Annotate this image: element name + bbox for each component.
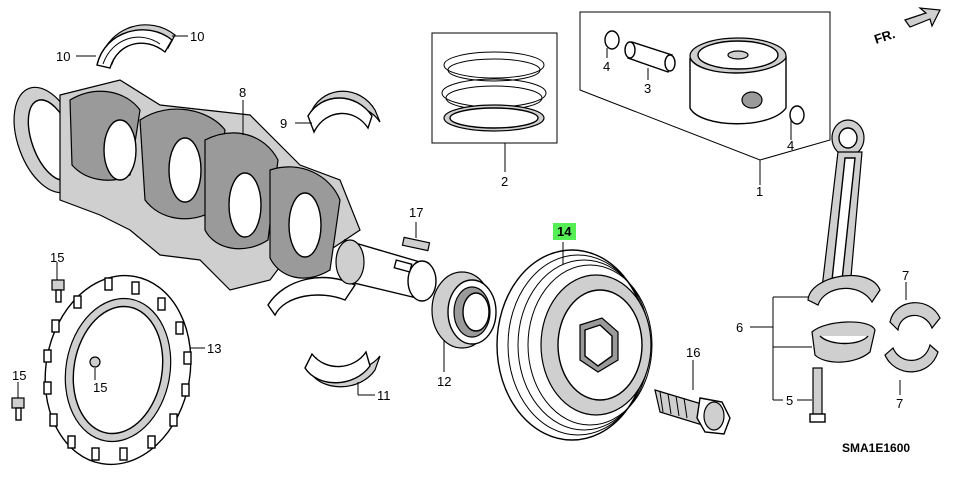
crankshaft-pulley-14 [496,249,653,441]
highlight-box-14 [553,223,576,240]
part-label-15[interactable]: 15 [12,368,26,383]
main-bearing-11 [304,350,381,388]
part-label-17[interactable]: 17 [409,205,423,220]
part-label-4[interactable]: 4 [787,138,794,153]
drive-plate-bolt-15c [11,397,25,421]
front-direction-arrow-icon [904,7,941,28]
part-label-9[interactable]: 9 [280,116,287,131]
main-bearing-upper-10 [96,24,176,69]
woodruff-key-17 [401,236,431,252]
drive-plate-13 [43,274,192,466]
connecting-rod [807,119,881,423]
part-label-13[interactable]: 13 [207,341,221,356]
front-direction-label: FR. [872,26,897,47]
part-label-2[interactable]: 2 [501,174,508,189]
part-label-3[interactable]: 3 [644,81,651,96]
part-label-14[interactable]: 14 [557,224,572,239]
part-label-10[interactable]: 10 [190,29,204,44]
rod-bearing-7a [889,302,941,332]
part-label-15[interactable]: 15 [93,380,107,395]
leader-lines [17,35,907,401]
part-label-6[interactable]: 6 [736,320,743,335]
part-label-16[interactable]: 16 [686,345,700,360]
crank-sprocket-12 [431,271,497,349]
pulley-bolt-16 [654,389,731,435]
part-label-4[interactable]: 4 [603,59,610,74]
crankshaft-8 [13,79,437,317]
rod-bearing-7b [884,343,939,373]
part-label-7[interactable]: 7 [902,268,909,283]
main-bearing-9 [307,90,381,134]
piston-assembly-1 [579,11,831,161]
part-label-1[interactable]: 1 [756,184,763,199]
piston-ring-set-2 [431,32,558,144]
drive-plate-bolt-15a [51,279,65,303]
part-label-5[interactable]: 5 [786,393,793,408]
part-number-labels: 10 10 8 9 2 4 3 4 1 17 14 15 13 15 15 11… [12,26,910,455]
part-label-10[interactable]: 10 [56,49,70,64]
part-label-12[interactable]: 12 [437,374,451,389]
part-label-8[interactable]: 8 [239,85,246,100]
diagram-code: SMA1E1600 [842,441,910,455]
part-label-11[interactable]: 11 [377,388,391,403]
part-label-15[interactable]: 15 [50,250,64,265]
part-label-7[interactable]: 7 [896,396,903,411]
